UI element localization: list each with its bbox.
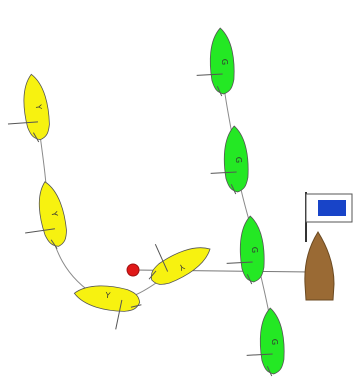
green-boat-4: G: [246, 307, 286, 377]
green-boat-4-label: G: [270, 339, 279, 346]
yellow-boat-3: Y: [72, 281, 142, 330]
yellow-boat-4: Y: [145, 238, 216, 291]
green-boat-1-label: G: [220, 59, 229, 66]
yellow-boat-3-label: Y: [104, 291, 111, 301]
green-boat-3: G: [226, 215, 266, 285]
green-boat-3-label: G: [250, 247, 259, 254]
blue-flag-icon: [318, 200, 346, 216]
yellow-boat-2: Y: [25, 178, 71, 250]
green-boat-2-label: G: [234, 157, 243, 164]
committee-boat-hull: [304, 231, 335, 301]
yellow-boat-2-label: Y: [49, 210, 59, 218]
green-track: [221, 64, 273, 331]
green-boat-2: G: [210, 125, 250, 195]
committee-boat: [304, 192, 353, 301]
green-boat-1: G: [196, 27, 236, 97]
red-mark-buoy-icon: [126, 263, 140, 277]
yellow-boat-1: Y: [7, 72, 53, 143]
yellow-boat-1-label: Y: [33, 103, 43, 110]
yellow-boat-4-label: Y: [177, 261, 187, 272]
